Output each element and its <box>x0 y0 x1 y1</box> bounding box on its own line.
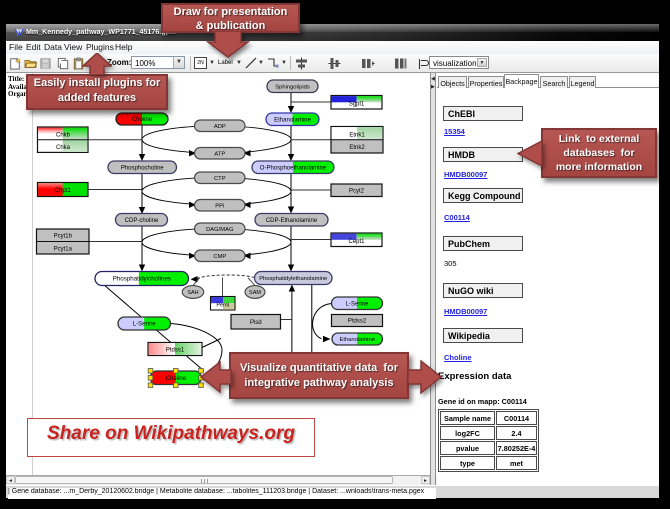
svg-text:Phosphatidylcholines: Phosphatidylcholines <box>113 276 171 283</box>
svg-text:Pemt: Pemt <box>216 303 229 309</box>
svg-text:Phosphatidylethanolamine: Phosphatidylethanolamine <box>259 276 327 282</box>
svg-text:CDP-choline: CDP-choline <box>125 218 159 224</box>
svg-text:Chka: Chka <box>56 145 71 151</box>
svg-text:CDP-Ethanolamine: CDP-Ethanolamine <box>266 218 318 224</box>
svg-text:ADP: ADP <box>214 124 226 130</box>
svg-text:PPi: PPi <box>215 203 224 209</box>
svg-text:L-Serine: L-Serine <box>346 301 369 307</box>
svg-text:Ptdss1: Ptdss1 <box>166 347 185 353</box>
svg-text:Pisd: Pisd <box>250 320 262 326</box>
svg-text:Ethanolamine: Ethanolamine <box>339 337 374 343</box>
svg-text:Choline: Choline <box>166 376 187 382</box>
svg-text:Ethanolamine: Ethanolamine <box>274 117 311 123</box>
svg-text:DAG/MAG: DAG/MAG <box>206 227 234 233</box>
svg-text:L-Serine: L-Serine <box>133 322 156 328</box>
svg-text:Cept1: Cept1 <box>348 239 365 245</box>
svg-text:Pcyt1b: Pcyt1b <box>54 234 73 240</box>
svg-text:SAH: SAH <box>187 290 198 296</box>
svg-text:Pcyt1a: Pcyt1a <box>54 246 73 252</box>
svg-text:CMP: CMP <box>213 254 226 260</box>
svg-text:Choline: Choline <box>132 117 153 123</box>
svg-text:ATP: ATP <box>214 151 225 157</box>
svg-text:O-Phosphoethanolamine: O-Phosphoethanolamine <box>260 165 327 171</box>
svg-text:Chkb: Chkb <box>56 132 71 138</box>
svg-text:Etnk1: Etnk1 <box>349 132 365 138</box>
svg-text:Sphingolipids: Sphingolipids <box>275 84 310 90</box>
svg-text:Etnk2: Etnk2 <box>349 145 365 151</box>
svg-text:Sgpl1: Sgpl1 <box>349 101 365 107</box>
svg-text:Phosphocholine: Phosphocholine <box>121 165 164 171</box>
svg-text:Ptdss2: Ptdss2 <box>348 319 367 325</box>
svg-text:SAM: SAM <box>249 290 261 296</box>
svg-text:CTP: CTP <box>214 176 226 182</box>
svg-text:Pcyt2: Pcyt2 <box>349 188 365 194</box>
svg-text:Chpt1: Chpt1 <box>55 188 72 194</box>
